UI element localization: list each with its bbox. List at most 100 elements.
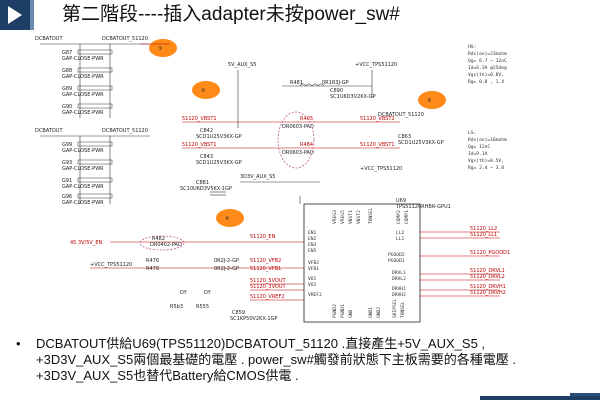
cap-label: GAP-CLOSE-PWR — [62, 74, 104, 80]
svg-text:DRVL2: DRVL2 — [392, 276, 406, 282]
svg-text:②: ② — [201, 88, 206, 94]
svg-text:Qg= 12nC: Qg= 12nC — [468, 144, 490, 150]
svg-text:C881: C881 — [196, 180, 209, 186]
svg-text:DCBATOUT_51120: DCBATOUT_51120 — [102, 128, 148, 134]
svg-text:51120_3VOUT: 51120_3VOUT — [250, 284, 287, 290]
svg-text:VO2: VO2 — [308, 282, 317, 288]
svg-text:DR0603-PAD: DR0603-PAD — [282, 150, 314, 156]
svg-text:VBST1: VBST1 — [348, 210, 354, 224]
marker-1: ① — [149, 39, 177, 57]
svg-text:R5b3: R5b3 — [170, 304, 183, 310]
svg-text:SC1U6D3V2KX-GP: SC1U6D3V2KX-GP — [330, 94, 376, 100]
svg-text:DCBATOUT_51120: DCBATOUT_51120 — [378, 112, 424, 118]
svg-text:51120_5VOUT: 51120_5VOUT — [250, 278, 287, 284]
svg-text:LS:: LS: — [468, 130, 476, 136]
svg-text:R482: R482 — [152, 236, 165, 242]
left-cap-bank-top: DCBATOUT DCBATOUT_51120 G87 GAP-CLOSE-PW… — [35, 36, 150, 118]
svg-text:C859: C859 — [232, 310, 245, 316]
svg-text:R476: R476 — [146, 258, 159, 264]
bullet-dot-icon: • — [16, 336, 21, 351]
svg-text:G87: G87 — [62, 50, 72, 56]
chip-ref: U69 — [396, 198, 406, 204]
svg-text:0R1R3J-GP: 0R1R3J-GP — [322, 80, 349, 86]
slide-footer-accent — [570, 393, 600, 396]
svg-text:G91: G91 — [62, 178, 72, 184]
svg-text:VREG3: VREG3 — [332, 210, 338, 224]
svg-text:51120_DRVL2: 51120_DRVL2 — [470, 274, 505, 280]
svg-text:LL1: LL1 — [396, 236, 405, 242]
svg-text:EN5: EN5 — [308, 248, 317, 254]
chip-left-signals: 45 3V/5V_EN R482 DR0402-PAD 51120_EN +VC… — [70, 234, 304, 322]
svg-text:Id=9.1A: Id=9.1A — [468, 151, 488, 157]
svg-text:G90: G90 — [62, 104, 72, 110]
svg-text:51120_VFB1: 51120_VFB1 — [250, 266, 281, 272]
svg-text:G89: G89 — [62, 86, 72, 92]
svg-text:51120_DRVH1: 51120_DRVH1 — [470, 284, 506, 290]
marker-2: ② — [192, 81, 220, 99]
svg-text:51120_VBST1: 51120_VBST1 — [182, 142, 217, 148]
svg-text:PGND1: PGND1 — [340, 304, 346, 318]
svg-text:Rds(on)=23mohm: Rds(on)=23mohm — [468, 51, 507, 57]
svg-text:R484: R484 — [300, 142, 313, 148]
svg-text:GND1: GND1 — [368, 307, 374, 318]
cap-label: GAP-CLOSE-PWR — [62, 148, 104, 154]
marker-4: ④ — [216, 209, 244, 227]
svg-text:51120_DRVH2: 51120_DRVH2 — [470, 290, 506, 296]
schematic-diagram: DCBATOUT DCBATOUT_51120 G87 GAP-CLOSE-PW… — [35, 36, 510, 323]
svg-text:VREF2: VREF2 — [308, 292, 322, 298]
slide-footer-bar — [480, 396, 600, 400]
net-label-adapter-en: 45 3V/5V_EN — [70, 240, 102, 246]
cap-label: GAP-CLOSE-PWR — [62, 184, 104, 190]
svg-text:SC10U6D3V5KX-1GP: SC10U6D3V5KX-1GP — [180, 186, 232, 192]
svg-text:GND: GND — [348, 309, 354, 318]
svg-text:DRVL1: DRVL1 — [392, 270, 406, 276]
svg-text:TONSEL: TONSEL — [368, 207, 374, 224]
svg-text:PGOOD2: PGOOD2 — [388, 252, 405, 258]
svg-text:EN1: EN1 — [308, 230, 317, 236]
svg-text:51120_VBST1: 51120_VBST1 — [182, 116, 217, 122]
svg-text:EN3: EN3 — [308, 242, 317, 248]
svg-text:C842: C842 — [200, 128, 213, 134]
svg-text:R481: R481 — [290, 80, 303, 86]
cap-label: GAP-CLOSE-PWR — [62, 166, 104, 172]
aux-3v3-rail: 3D3V_AUX_S5 C881 SC10U6D3V5KX-1GP — [180, 174, 320, 196]
svg-text:C843: C843 — [200, 154, 213, 160]
svg-text:DR0603-PAD: DR0603-PAD — [282, 124, 314, 130]
slide-corner-play-icon — [0, 0, 30, 30]
svg-text:G99: G99 — [62, 142, 72, 148]
chip-part: TPS51120RHBR-GPU1 — [395, 204, 451, 210]
svg-text:51120_VREF2: 51120_VREF2 — [250, 294, 285, 300]
svg-text:SCD1U25V3KX-GP: SCD1U25V3KX-GP — [196, 160, 242, 166]
svg-text:SC1KP50V2KX-1GP: SC1KP50V2KX-1GP — [230, 316, 277, 322]
svg-text:G93: G93 — [62, 160, 72, 166]
svg-text:51120_VFB2: 51120_VFB2 — [250, 258, 281, 264]
svg-text:④: ④ — [225, 216, 230, 222]
svg-text:SCD1U25V3KX-GP: SCD1U25V3KX-GP — [196, 134, 242, 140]
cap-label: GAP-CLOSE-PWR — [62, 92, 104, 98]
svg-text:51120_EN: 51120_EN — [250, 234, 276, 240]
mosfet-spec-notes: HS: Rds(on)=23mohm Qg= 6.7 ~ 12nC Id=6.3… — [468, 44, 507, 171]
svg-text:HS:: HS: — [468, 44, 476, 50]
net-label-dcbatout: DCBATOUT — [35, 36, 63, 42]
svg-text:C890: C890 — [330, 88, 343, 94]
svg-text:0R2J-2-GP: 0R2J-2-GP — [214, 266, 239, 272]
svg-text:51120_LL2: 51120_LL2 — [470, 226, 497, 232]
svg-text:Vgs(th)=0.5V,: Vgs(th)=0.5V, — [468, 158, 504, 164]
svg-text:R478: R478 — [146, 266, 159, 272]
svg-text:51120_VBST1: 51120_VBST1 — [360, 142, 395, 148]
svg-text:DR0402-PAD: DR0402-PAD — [150, 242, 182, 248]
top-power-rails: 5V_AUX_S5 +VCC_TPS51120 R481 0R1R3J-GP C… — [182, 62, 444, 172]
svg-text:①: ① — [158, 46, 163, 52]
svg-text:VO1: VO1 — [308, 276, 317, 282]
left-cap-bank-bottom: DCBATOUT DCBATOUT_51120 G99 GAP-CLOSE-PW… — [35, 128, 150, 206]
svg-text:Rg= 2.4 ~ 3.8: Rg= 2.4 ~ 3.8 — [468, 165, 504, 171]
svg-text:G96: G96 — [62, 194, 72, 200]
svg-text:Vgs(th)=0.8V,: Vgs(th)=0.8V, — [468, 72, 504, 78]
svg-text:G88: G88 — [62, 68, 72, 74]
svg-text:SCD1U25V3KX-GP: SCD1U25V3KX-GP — [398, 140, 444, 146]
svg-text:51120_DRVL1: 51120_DRVL1 — [470, 268, 505, 274]
slide-title: 第二階段----插入adapter未按power_sw# — [62, 4, 400, 25]
svg-text:DRVH2: DRVH2 — [392, 292, 406, 298]
svg-text:0R2J-2-GP: 0R2J-2-GP — [214, 258, 239, 264]
svg-text:Qg= 6.7 ~ 12nC: Qg= 6.7 ~ 12nC — [468, 58, 507, 64]
